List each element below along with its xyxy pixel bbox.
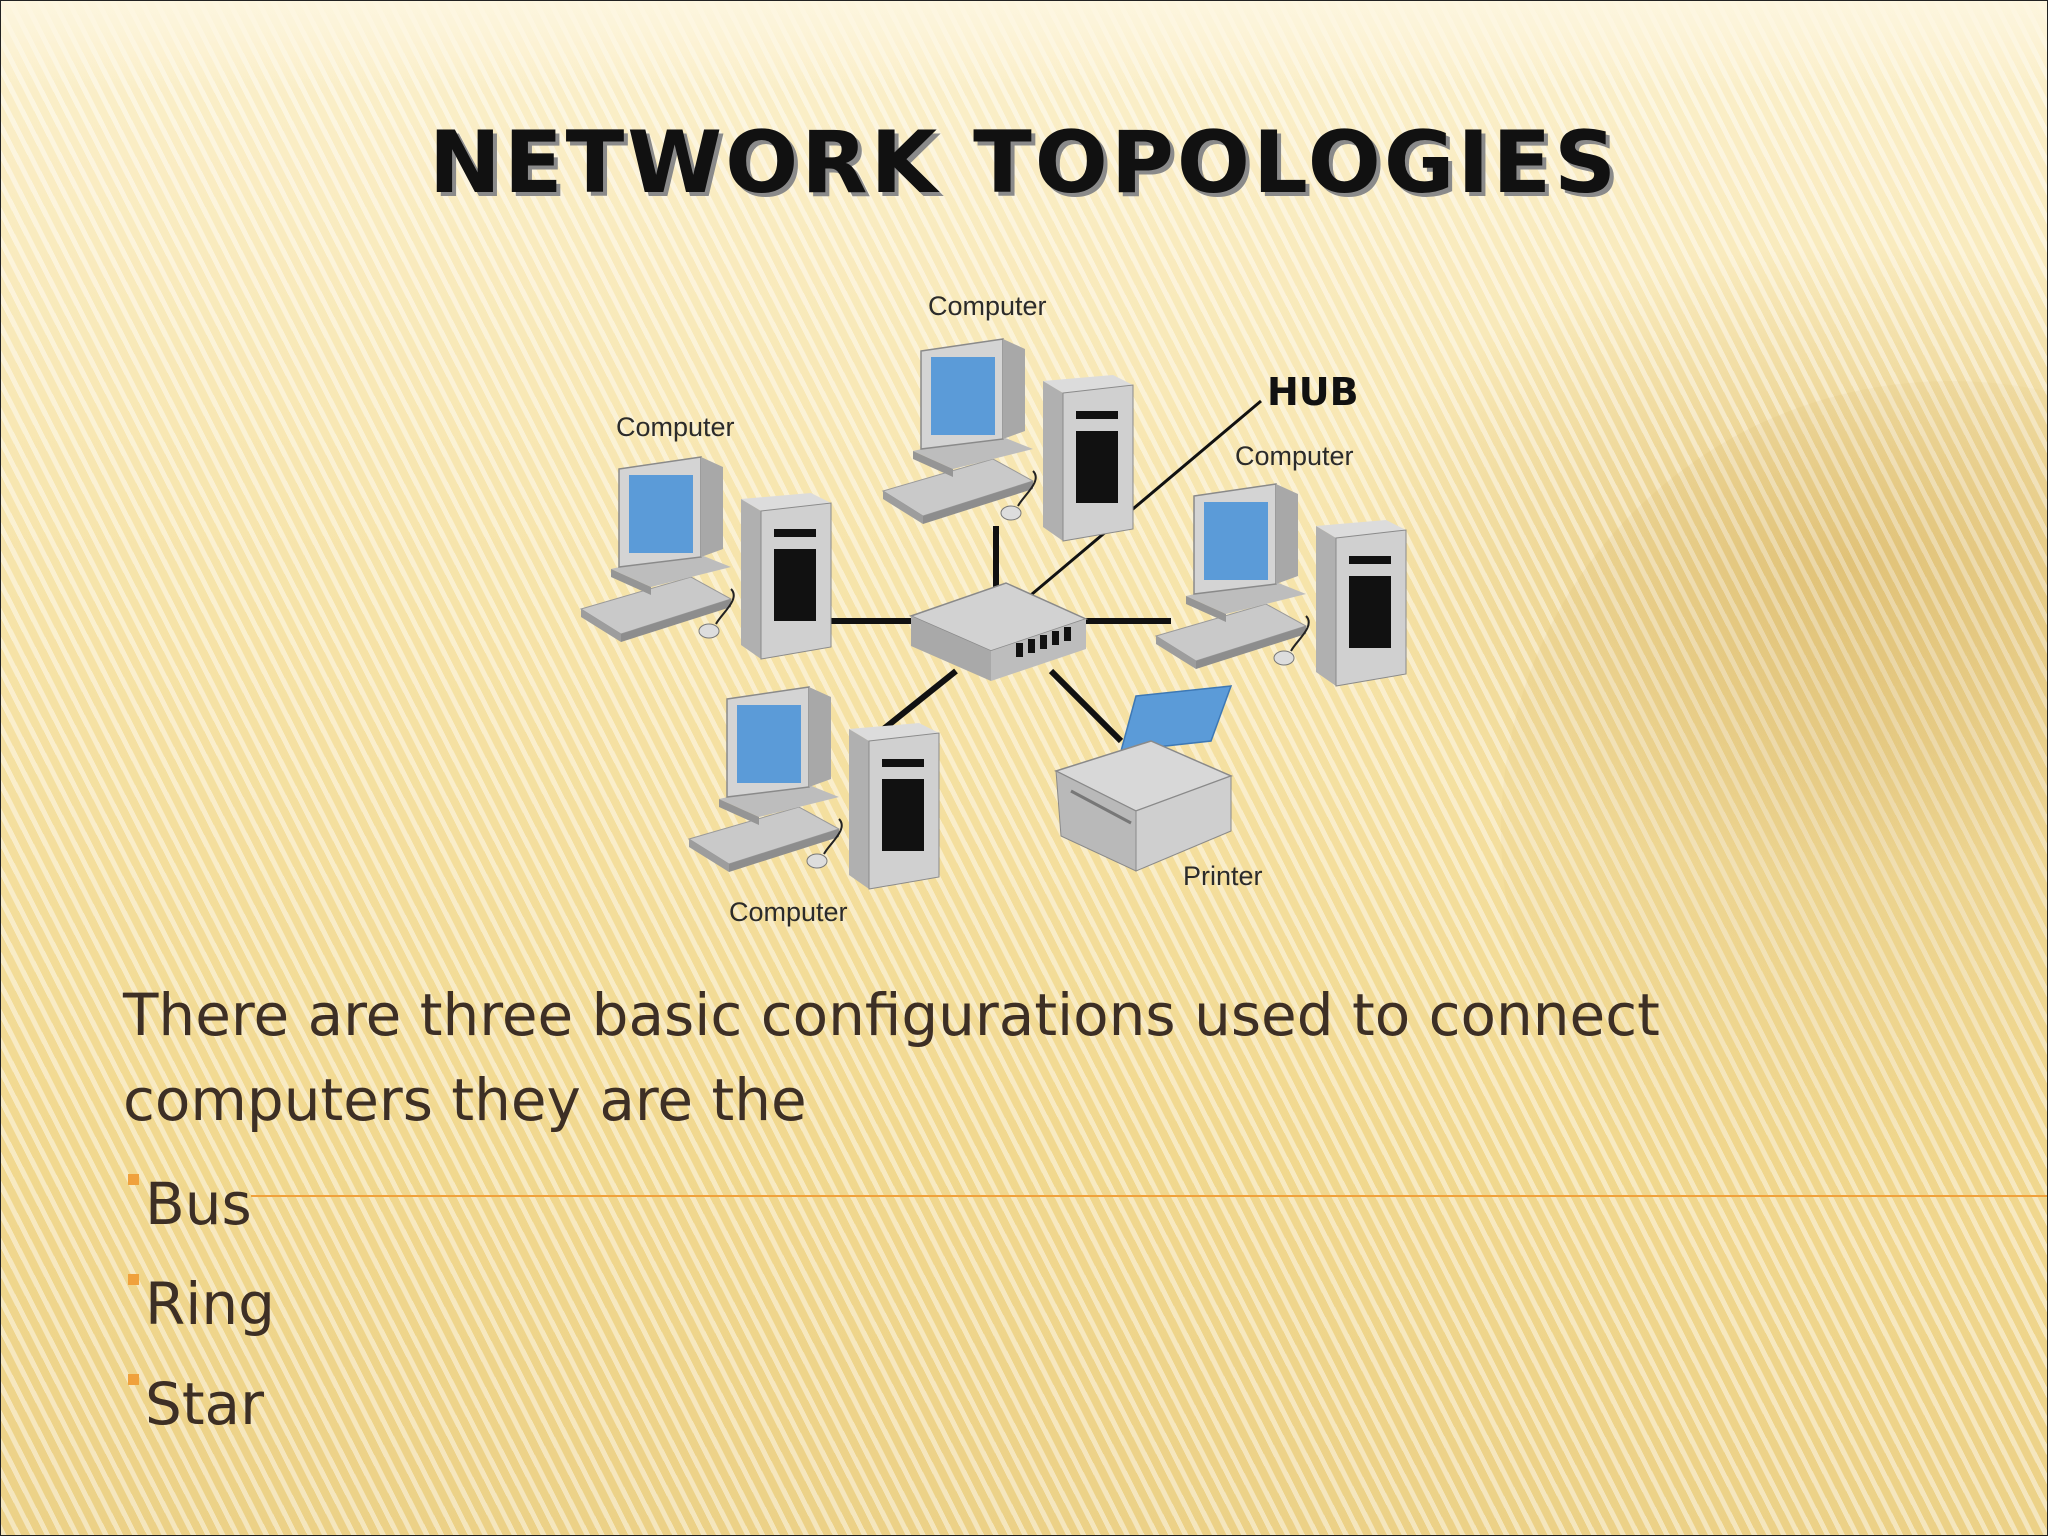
computer-left-label: Computer [616,412,735,442]
network-cables [821,526,1171,744]
intro-paragraph: There are three basic configurations use… [123,981,1660,1134]
list-item-text: Ring [145,1270,275,1338]
list-item-text: Bus [145,1170,252,1238]
computer-top-label: Computer [928,291,1047,321]
hub-icon [908,582,1089,681]
computer-icon [580,456,832,660]
bullet-square-icon [128,1274,139,1285]
list-item: Star [123,1354,275,1454]
bullet-square-icon [128,1374,139,1385]
topology-list: Bus Ring Star [123,1154,275,1454]
accent-divider [251,1195,2047,1197]
hub-label: HUB [1267,370,1359,414]
computer-right-label: Computer [1235,441,1354,471]
network-diagram: Computer Computer Computer Computer Prin… [580,291,1407,927]
computer-icon [1155,483,1407,687]
computer-bottom-label: Computer [729,897,848,927]
background-glow [1,1,2047,91]
slide-title: NETWORK TOPOLOGIES [428,113,1620,213]
list-item-text: Star [145,1370,264,1438]
background-arc [1501,381,2047,1281]
printer-icon [1054,685,1234,872]
printer-label: Printer [1183,861,1263,891]
list-item: Ring [123,1254,275,1354]
computer-icon [882,338,1134,542]
list-item: Bus [123,1154,275,1254]
bullet-square-icon [128,1174,139,1185]
